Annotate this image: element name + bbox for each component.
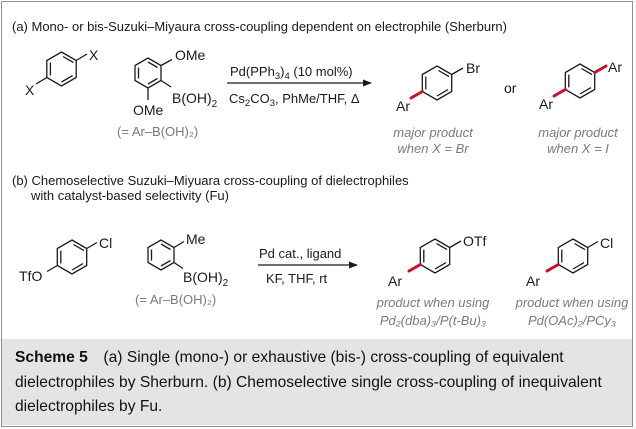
- product-b2-note-line1: product when using: [515, 295, 630, 310]
- dimethoxyphenylboronic-acid-structure: [134, 57, 173, 100]
- section-a-heading: (a) Mono- or bis-Suzuki–Miyaura cross-co…: [12, 19, 507, 34]
- aryl-boronic-acid-note: (= Ar–B(OH)₂): [117, 124, 198, 139]
- catalyst-label-b: Pd cat., ligand: [259, 246, 341, 261]
- section-b-heading-line1: (b) Chemoselective Suzuki–Miyuara cross-…: [12, 173, 409, 188]
- product2-note-line1: major product: [538, 125, 619, 140]
- new-bond-highlight: [407, 263, 422, 273]
- conditions-label-a: Cs2CO3, PhMe/THF, Δ: [229, 91, 360, 109]
- bromobiaryl-product-structure: [421, 65, 464, 101]
- boh2-label: B(OH)2: [172, 90, 218, 110]
- dihalide-x-top: X: [89, 47, 99, 63]
- catalyst-label-a: Pd(PPh3)4 (10 mol%): [230, 64, 353, 82]
- aryl-label-b2: Ar: [526, 273, 540, 289]
- dihalobenzene-structure: [35, 51, 88, 87]
- conditions-label-b: KF, THF, rt: [266, 271, 328, 286]
- aryl-bottom-label: Ar: [539, 96, 553, 112]
- aryl-top-label: Ar: [608, 59, 622, 75]
- new-bond-highlight: [552, 88, 567, 98]
- reaction-scheme: (a) Mono- or bis-Suzuki–Miyaura cross-co…: [12, 19, 630, 328]
- product-b1-note-line1: product when using: [376, 295, 491, 310]
- aryl-label: Ar: [396, 98, 410, 114]
- product-b2-note-line2: Pd(OAc)₂/PCy₃: [528, 313, 616, 328]
- ome-bottom-label: OMe: [133, 102, 164, 118]
- or-label: or: [504, 80, 517, 96]
- aryl-label-b1: Ar: [388, 273, 402, 289]
- chlorine-product-label: Cl: [600, 235, 613, 251]
- new-bond-highlight: [409, 90, 424, 100]
- chlorine-label: Cl: [99, 235, 112, 251]
- biaryl-chloride-product-structure: [557, 238, 599, 274]
- product-b1-note-line2: Pd₂(dba)₃/P(t-Bu)₃: [380, 313, 486, 328]
- new-bond-highlight: [545, 263, 560, 273]
- product1-note-line2: when X = Br: [397, 141, 469, 156]
- caption-text: (a) Single (mono-) or exhaustive (bis-) …: [15, 349, 602, 415]
- aryl-boronic-acid-note-b: (= Ar–B(OH)₂): [135, 292, 216, 307]
- methyl-label: Me: [186, 231, 206, 247]
- ome-top-label: OMe: [175, 47, 206, 63]
- section-b-heading-line2: with catalyst-based selectivity (Fu): [30, 188, 229, 203]
- triflate-product-label: OTf: [463, 233, 486, 249]
- product1-note-line1: major product: [393, 125, 474, 140]
- bromine-label: Br: [466, 60, 480, 76]
- product2-note-line2: when X = I: [547, 141, 609, 156]
- terphenyl-product-structure: [564, 63, 596, 99]
- boh2-label-b: B(OH)2: [183, 269, 229, 289]
- triflate-label: TfO: [19, 268, 42, 284]
- chlorophenyl-triflate-structure: [46, 239, 98, 275]
- new-bond-highlight: [593, 64, 608, 74]
- tolylboronic-acid-structure: [147, 239, 185, 271]
- caption-label: Scheme 5: [15, 349, 88, 366]
- dihalide-x-bottom: X: [25, 82, 35, 98]
- scheme-caption: Scheme 5 (a) Single (mono-) or exhaustiv…: [2, 339, 632, 425]
- biaryl-triflate-product-structure: [419, 238, 462, 274]
